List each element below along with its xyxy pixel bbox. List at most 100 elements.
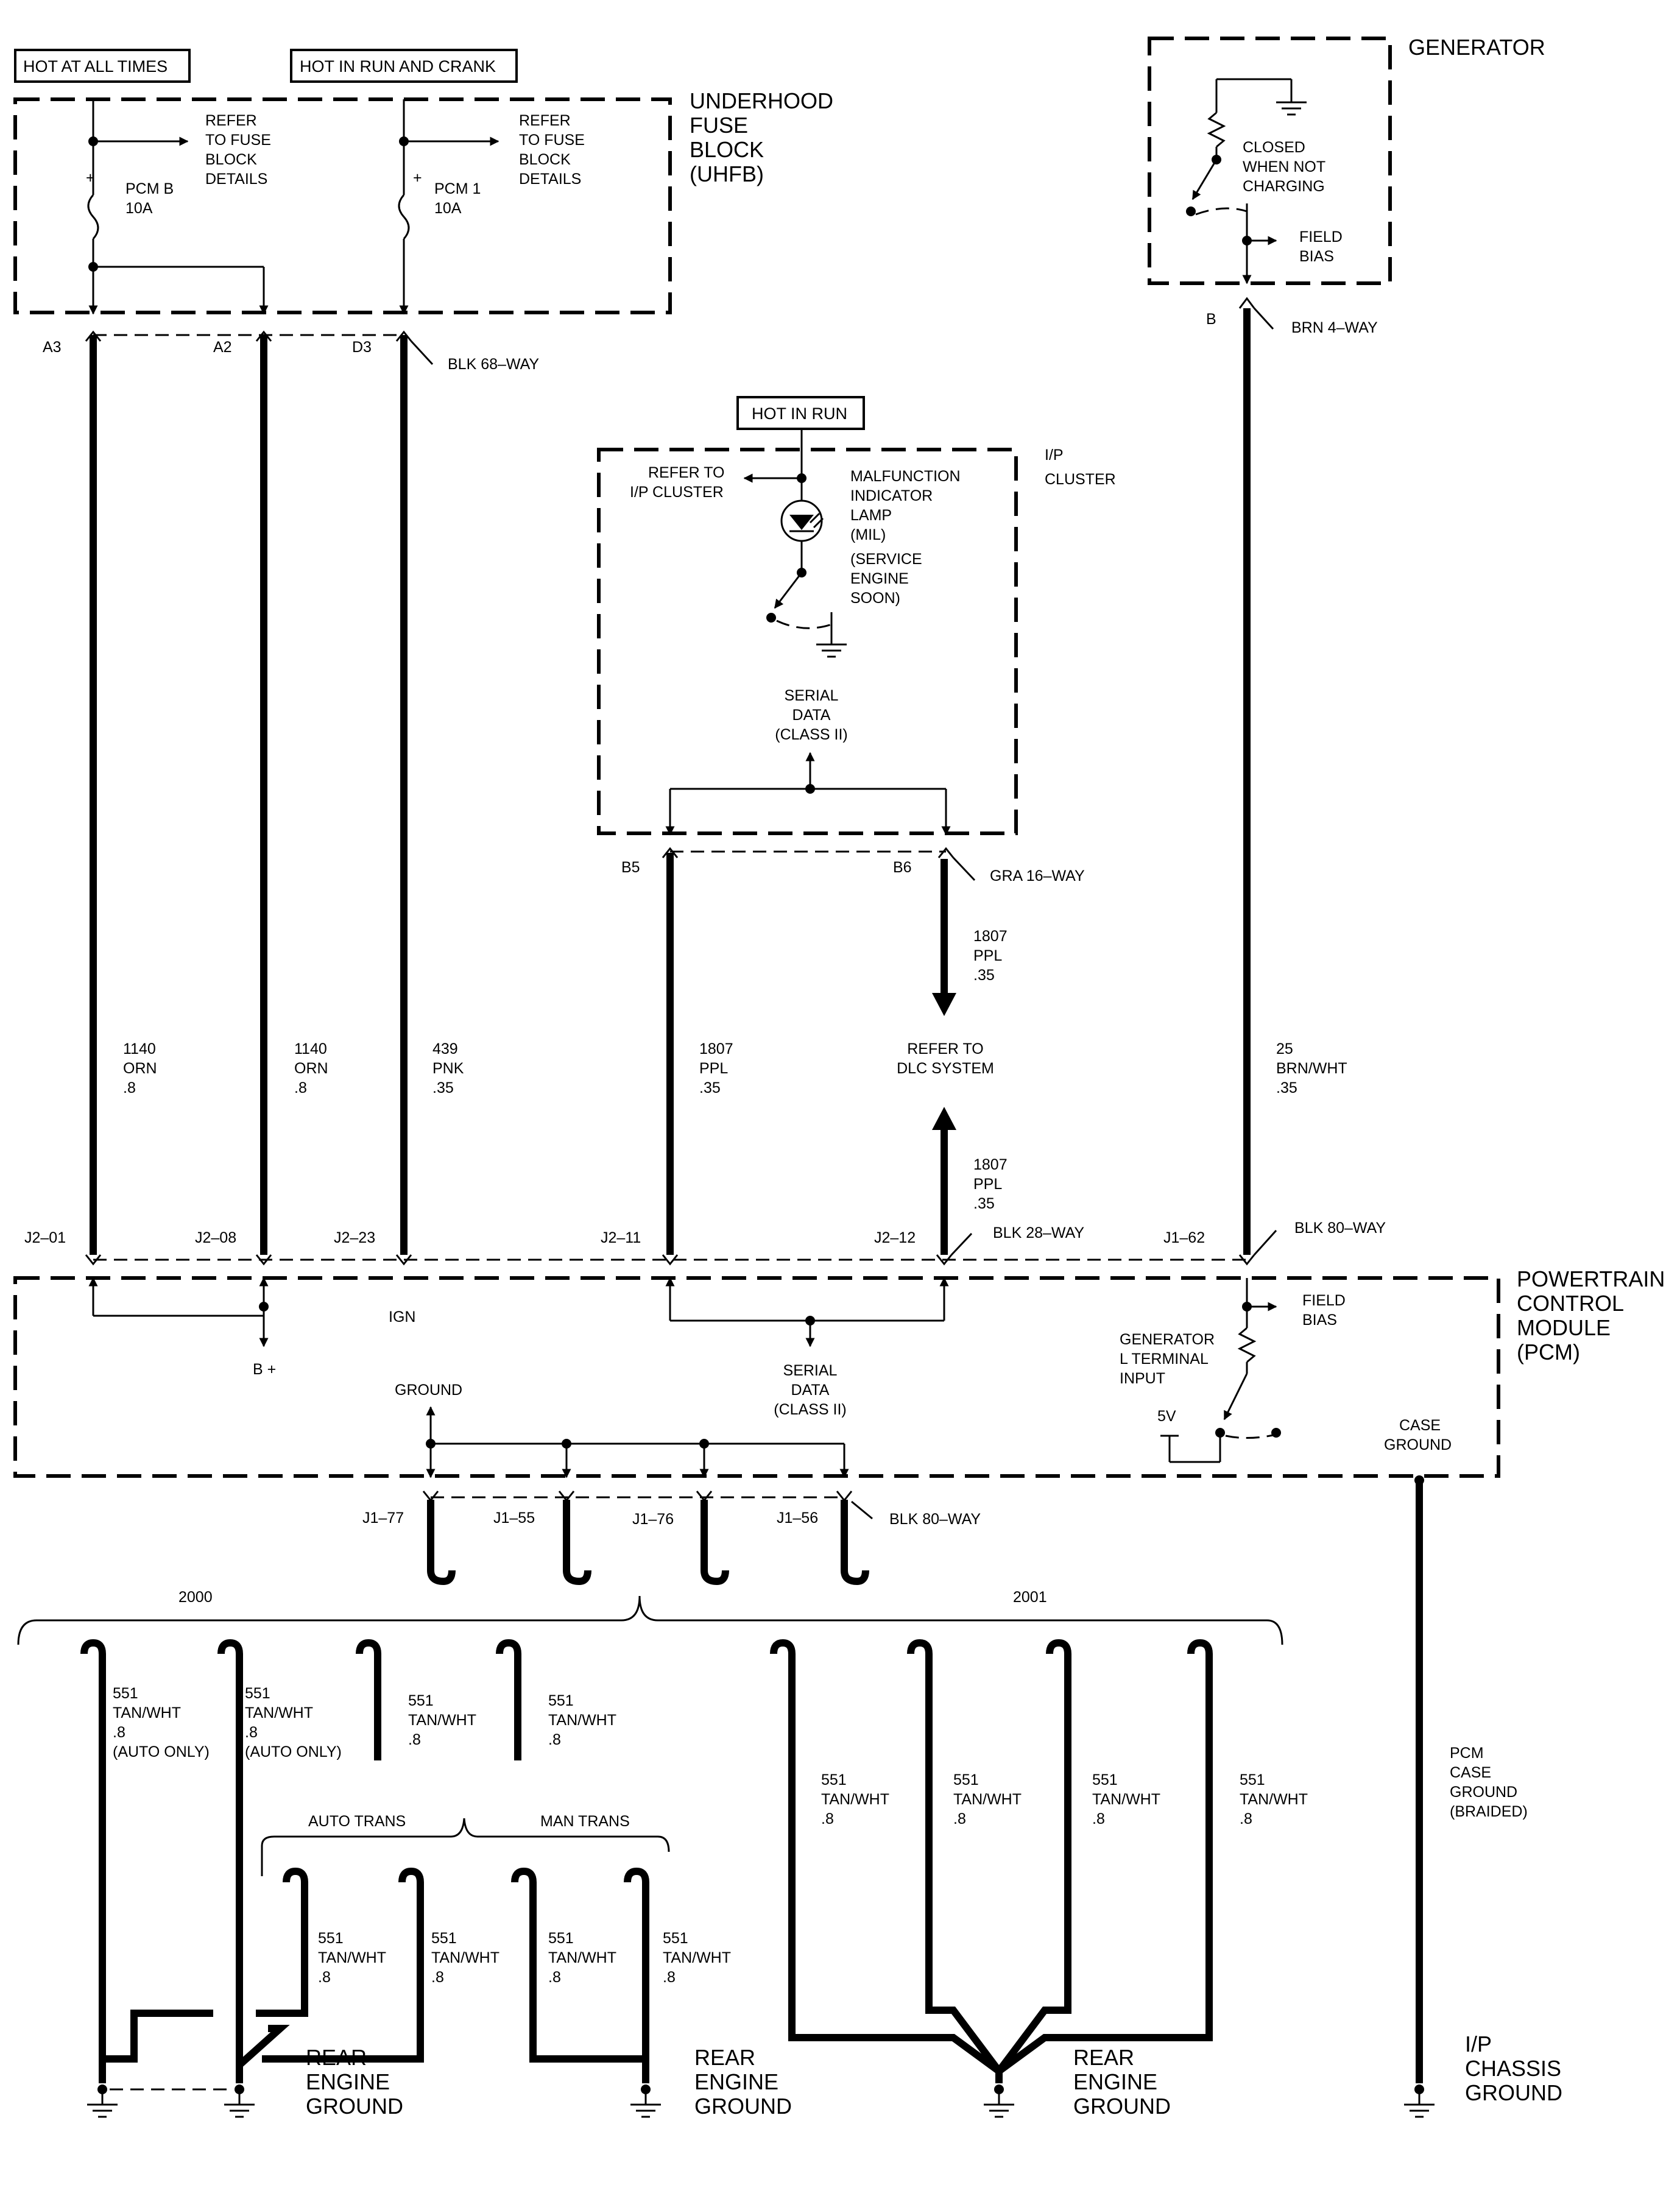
ground-icon [984,2085,1014,2118]
svg-text:551: 551 [548,1692,574,1709]
ground-symbols [87,2085,1435,2118]
svg-text:PCM 1: PCM 1 [434,180,481,197]
svg-text:2001: 2001 [1013,1589,1047,1606]
svg-text:J2–23: J2–23 [334,1229,375,1246]
svg-text:SOON): SOON) [850,590,900,607]
svg-text:551: 551 [953,1771,979,1788]
svg-text:J2–12: J2–12 [874,1229,916,1246]
rear-engine-ground-1: REAR ENGINE GROUND [306,2045,403,2119]
svg-text:TAN/WHT: TAN/WHT [113,1704,181,1721]
svg-text:551: 551 [245,1685,270,1702]
rear-engine-ground-2: REAR ENGINE GROUND [694,2045,792,2119]
svg-text:J1–62: J1–62 [1163,1229,1205,1246]
svg-text:J1–56: J1–56 [777,1509,818,1527]
svg-text:(AUTO ONLY): (AUTO ONLY) [113,1743,210,1760]
svg-text:10A: 10A [434,200,462,217]
refer-dlc-system: REFER TO DLC SYSTEM [897,1040,994,1077]
pcm-ground-stubs [427,1500,869,1586]
svg-text:I/P CLUSTER: I/P CLUSTER [630,484,724,501]
svg-text:(AUTO ONLY): (AUTO ONLY) [245,1743,342,1760]
svg-text:TAN/WHT: TAN/WHT [821,1791,889,1808]
mil-circuit [743,429,847,658]
svg-text:B +: B + [253,1361,276,1378]
svg-text:TAN/WHT: TAN/WHT [663,1949,731,1966]
svg-text:BLOCK: BLOCK [519,151,571,168]
svg-text:PPL: PPL [699,1060,728,1077]
svg-text:CASE: CASE [1399,1417,1441,1434]
svg-text:BLK 28–WAY: BLK 28–WAY [993,1224,1084,1241]
svg-text:1807: 1807 [973,1156,1008,1173]
svg-text:(BRAIDED): (BRAIDED) [1450,1803,1528,1820]
svg-text:DATA: DATA [792,707,831,724]
mil-label: MALFUNCTION INDICATOR LAMP (MIL) (SERVIC… [850,468,961,607]
svg-text:REFER TO: REFER TO [648,464,725,481]
svg-text:J1–76: J1–76 [632,1511,674,1528]
svg-text:TAN/WHT: TAN/WHT [953,1791,1022,1808]
year-braces: 2000 2001 [17,1589,1283,1645]
svg-text:.8: .8 [821,1810,834,1827]
wire-label-1140-1: 1140 ORN .8 [123,1040,157,1096]
ground-icon [224,2085,255,2118]
svg-text:(UHFB): (UHFB) [690,161,764,186]
wire-label-1140-2: 1140 ORN .8 [294,1040,328,1096]
trans-brace: AUTO TRANS MAN TRANS [261,1813,670,1876]
refer-fuse-block-1: REFER TO FUSE BLOCK DETAILS [205,112,271,188]
svg-text:551: 551 [663,1930,688,1947]
svg-text:.35: .35 [973,967,995,984]
svg-text:MAN TRANS: MAN TRANS [540,1813,630,1830]
pcm-ign-circuit: IGN B + [88,1277,415,1378]
svg-text:.35: .35 [432,1079,454,1096]
svg-text:L TERMINAL: L TERMINAL [1120,1350,1209,1368]
svg-text:A3: A3 [43,339,62,356]
fuse-pcm-1-label: PCM 1 10A [434,180,481,217]
svg-text:(CLASS II): (CLASS II) [775,726,847,743]
ground-wire-labels-2001: 551 TAN/WHT .8 551 TAN/WHT .8 551 TAN/WH… [821,1771,1308,1827]
svg-text:.8: .8 [245,1724,258,1741]
svg-text:REFER: REFER [205,112,257,129]
ip-cluster-refer: REFER TO I/P CLUSTER [630,464,725,501]
svg-text:439: 439 [432,1040,458,1057]
svg-text:I/P: I/P [1045,447,1064,464]
svg-text:SERIAL: SERIAL [785,687,839,704]
svg-text:PCM B: PCM B [125,180,174,197]
ground-wire-labels-2000: 551 TAN/WHT .8 (AUTO ONLY) 551 TAN/WHT .… [113,1685,731,1986]
svg-text:TO FUSE: TO FUSE [205,132,271,149]
svg-text:TAN/WHT: TAN/WHT [548,1712,616,1729]
svg-text:TAN/WHT: TAN/WHT [431,1949,499,1966]
uhfb-connector: A3 A2 D3 BLK 68–WAY [43,330,539,373]
svg-text:25: 25 [1276,1040,1293,1057]
svg-text:POWERTRAIN: POWERTRAIN [1517,1266,1665,1291]
svg-text:FIELD: FIELD [1299,228,1343,245]
svg-text:MODULE: MODULE [1517,1315,1611,1340]
ip-chassis-ground: I/P CHASSIS GROUND [1465,2032,1562,2105]
svg-text:(CLASS II): (CLASS II) [774,1401,846,1418]
svg-text:(PCM): (PCM) [1517,1340,1580,1364]
hot-in-run-and-crank-box: HOT IN RUN AND CRANK [290,49,518,83]
svg-text:TAN/WHT: TAN/WHT [245,1704,313,1721]
svg-text:REAR: REAR [694,2045,755,2070]
svg-text:10A: 10A [125,200,153,217]
svg-text:FIELD: FIELD [1302,1292,1346,1309]
svg-text:CLOSED: CLOSED [1243,139,1305,156]
svg-text:5V: 5V [1157,1408,1176,1425]
uhfb-block: UNDERHOOD FUSE BLOCK (UHFB) + REFER TO F… [13,88,833,315]
pcm-ground-connector: J1–77 J1–55 J1–76 J1–56 BLK 80–WAY [362,1491,981,1528]
svg-text:INDICATOR: INDICATOR [850,487,933,504]
svg-text:UNDERHOOD: UNDERHOOD [690,88,833,113]
pcm-title: POWERTRAIN CONTROL MODULE (PCM) [1517,1266,1665,1364]
svg-text:1807: 1807 [699,1040,733,1057]
svg-text:MALFUNCTION: MALFUNCTION [850,468,961,485]
svg-text:D3: D3 [352,339,372,356]
svg-text:J2–08: J2–08 [195,1229,236,1246]
svg-text:GROUND: GROUND [694,2094,792,2119]
svg-text:BIAS: BIAS [1302,1312,1337,1329]
svg-text:LAMP: LAMP [850,507,892,524]
svg-text:CLUSTER: CLUSTER [1045,471,1116,488]
svg-text:B5: B5 [621,859,640,876]
svg-text:CHARGING: CHARGING [1243,178,1325,195]
svg-text:WHEN NOT: WHEN NOT [1243,158,1325,175]
generator-switch-note: CLOSED WHEN NOT CHARGING [1243,139,1325,195]
svg-text:IGN: IGN [389,1308,415,1326]
svg-text:GROUND: GROUND [1384,1436,1452,1453]
svg-text:1140: 1140 [123,1040,156,1057]
